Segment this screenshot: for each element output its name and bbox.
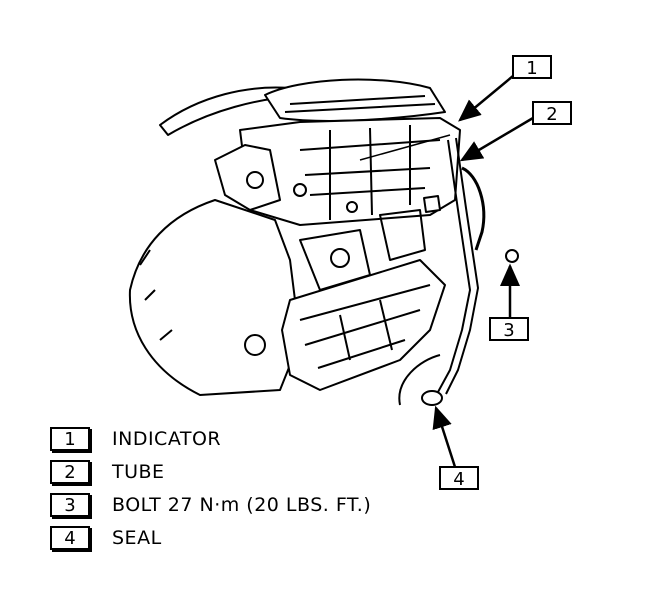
legend-label-tube: TUBE [112,461,165,483]
callout-1-number: 1 [526,58,537,79]
callout-2-number: 2 [546,104,557,125]
callout-4-leader [432,405,457,468]
legend-number-3: 3 [50,493,90,517]
indicator-guide-line [359,134,451,161]
callout-2-leader [459,116,534,162]
callout-1-leader [458,75,514,122]
legend-number-4: 4 [50,526,90,550]
callout-4: 4 [439,466,479,490]
legend-label-bolt: BOLT 27 N·m (20 LBS. FT.) [112,494,372,516]
legend-label-indicator: INDICATOR [112,428,222,450]
callout-4-number: 4 [453,469,464,490]
legend-number-1: 1 [50,427,90,451]
legend-label-seal: SEAL [112,527,162,549]
callout-2: 2 [532,101,572,125]
callout-3-number: 3 [503,320,514,341]
callout-1: 1 [512,55,552,79]
legend-number-2: 2 [50,460,90,484]
callout-3: 3 [489,317,529,341]
engine-illustration [128,78,519,406]
